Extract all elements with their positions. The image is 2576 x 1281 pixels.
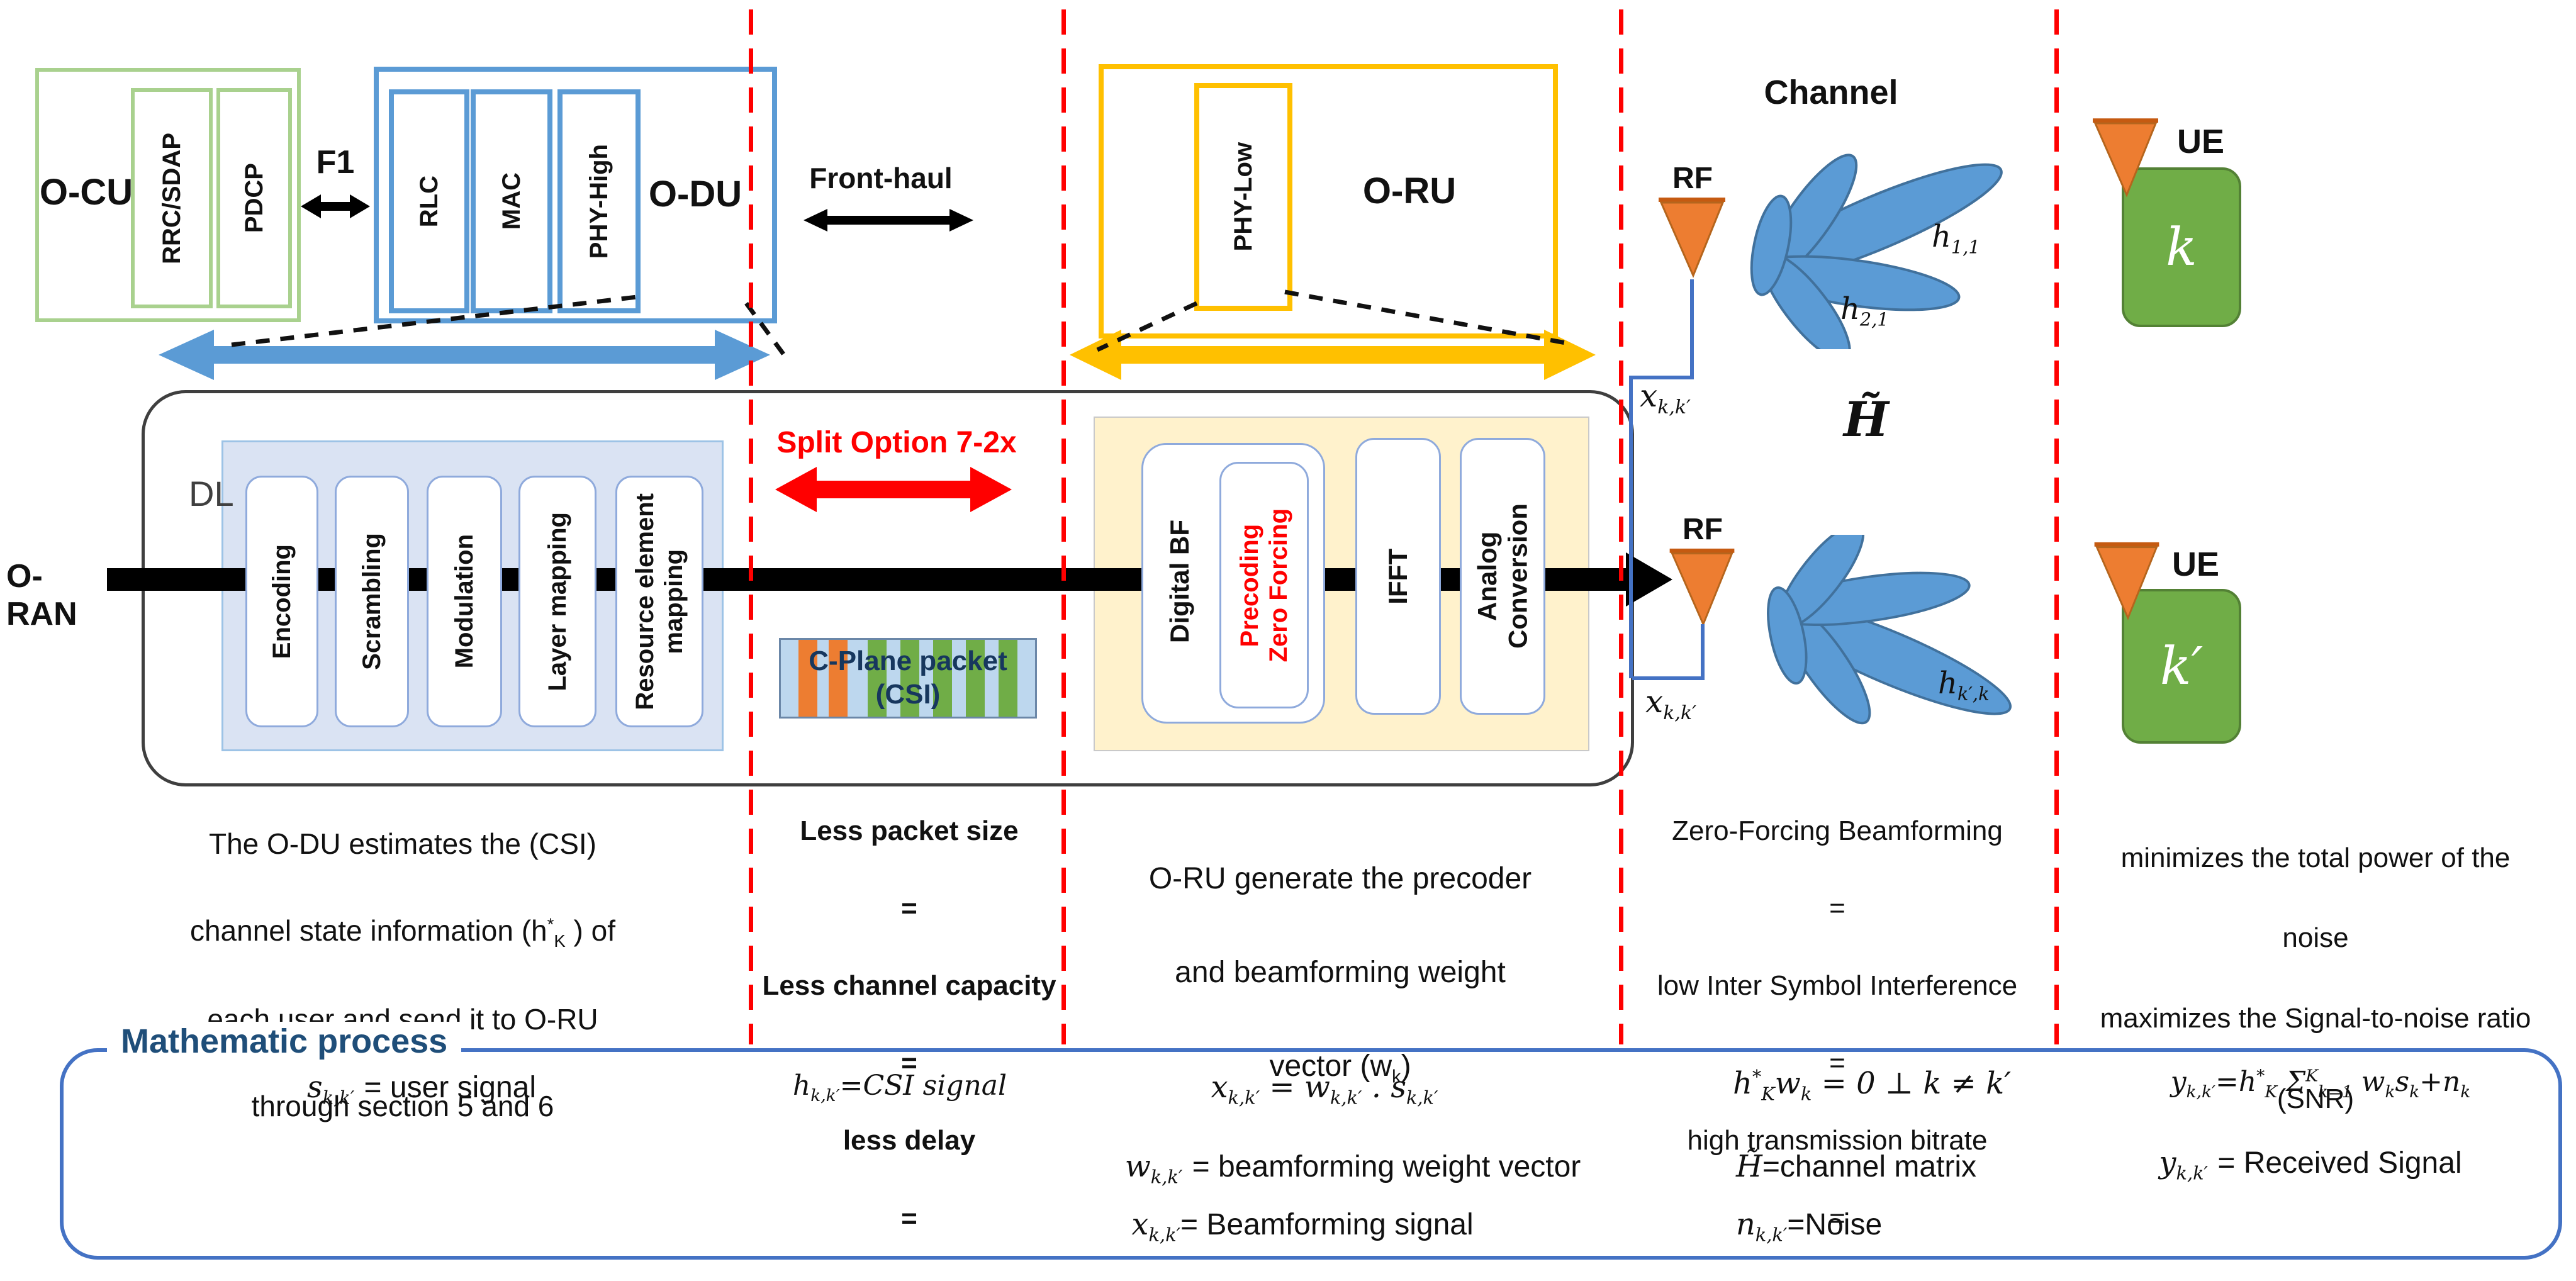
h11-label: h1,1: [1932, 219, 1980, 258]
o-cu-label: O-CU: [39, 172, 133, 213]
formula-beamforming-product: xk,k′ = wk,k′ . sk,k′: [1211, 1070, 1438, 1109]
oru-span-double-arrow: [1070, 330, 1596, 380]
stage-digital-bf-label: Digital BF: [1164, 520, 1194, 643]
note-less-packet: Less packet size = Less channel capacity…: [762, 815, 1056, 1281]
o-ru-label: O-RU: [1362, 171, 1457, 211]
stage-analog-conversion: Analog Conversion: [1460, 438, 1545, 715]
split-option-double-arrow-icon: [775, 467, 1012, 512]
ue2-device: k′: [2122, 589, 2241, 744]
stage-layer-mapping: Layer mapping: [518, 476, 596, 727]
ue1-label: UE: [2177, 123, 2225, 160]
stage-modulation: Modulation: [427, 476, 502, 727]
o-ran-label: O-RAN: [6, 558, 77, 632]
fronthaul-label: Front-haul: [809, 162, 953, 194]
ue1-device: k: [2122, 167, 2241, 327]
beam-lobes-2: [1767, 535, 2012, 725]
hk1k-label: hk′,k: [1938, 666, 1990, 705]
layer-phy-low: PHY-Low: [1194, 83, 1292, 311]
formula-channel-matrix: H̃=channel matrix: [1735, 1149, 1977, 1184]
note-zero-forcing: Zero-Forcing Beamforming = low Inter Sym…: [1657, 815, 2018, 1281]
x-kk-top-label: xk,k′: [1640, 378, 1691, 418]
dl-label: DL: [189, 474, 234, 513]
downlink-flow-arrowhead: [1626, 552, 1672, 607]
note-snr: minimizes the total power of the noise m…: [2100, 842, 2531, 1114]
formula-weight-vector: wk,k′ = beamforming weight vector: [1124, 1149, 1581, 1188]
stage-encoding: Encoding: [245, 476, 318, 727]
rf1-antenna-icon: [1659, 198, 1725, 278]
math-process-legend: Mathematic process: [107, 1022, 462, 1061]
stage-digital-bf-labelbox: Digital BF: [1141, 443, 1218, 720]
stage-precoding-zero-forcing-label: Precoding Zero Forcing: [1236, 508, 1292, 663]
stage-resource-element-mapping: Resource element mapping: [615, 476, 703, 727]
c-plane-packet-label: C-Plane packet (CSI): [809, 646, 1007, 710]
ue2-id: k′: [2159, 636, 2204, 696]
layer-rrc-sdap: RRC/SDAP: [131, 88, 213, 308]
split-line-2: [1061, 9, 1066, 1044]
layer-pdcp-label: PDCP: [240, 163, 268, 233]
h21-label: h2,1: [1840, 291, 1889, 330]
rf2-antenna-icon: [1669, 548, 1735, 627]
stage-ifft: IFFT: [1355, 438, 1441, 715]
stage-scrambling-label: Scrambling: [358, 533, 386, 670]
stage-scrambling: Scrambling: [335, 476, 409, 727]
layer-rlc: RLC: [389, 89, 469, 313]
h-tilde-label: H̃: [1844, 391, 1889, 447]
formula-zero-forcing-condition: h*Kwk = 0 ⊥ k ≠ k′: [1732, 1066, 2012, 1105]
formula-received-signal: yk,k′ = Received Signal: [2159, 1145, 2462, 1184]
formula-csi-signal: hk,k′=CSI signal: [792, 1070, 1007, 1105]
channel-label: Channel: [1764, 74, 1898, 111]
stage-analog-conversion-label: Analog Conversion: [1472, 503, 1532, 649]
c-plane-packet-box: C-Plane packet (CSI): [779, 638, 1037, 719]
layer-phy-high-label: PHY-High: [585, 143, 613, 259]
layer-rlc-label: RLC: [415, 175, 443, 228]
layer-mac-label: MAC: [498, 172, 525, 230]
ue2-antenna-icon: [2094, 542, 2159, 620]
formula-received-sum: yk,k′=h*K ΣKk=1 wksk+nk: [2170, 1066, 2471, 1102]
stage-layer-mapping-label: Layer mapping: [544, 512, 571, 691]
layer-mac: MAC: [471, 89, 552, 313]
formula-beamforming-signal: xk,k′= Beamforming signal: [1131, 1207, 1474, 1246]
f1-double-arrow-icon: [301, 194, 370, 218]
stage-modulation-label: Modulation: [451, 534, 478, 669]
o-ru-box: [1099, 64, 1558, 338]
math-process-box: [60, 1048, 2562, 1260]
formula-user-signal: sk,k′ = user signal: [307, 1070, 536, 1109]
ue1-antenna-icon: [2093, 118, 2158, 198]
layer-rrc-sdap-label: RRC/SDAP: [158, 132, 186, 264]
fronthaul-double-arrow-icon: [804, 209, 973, 232]
split-option-label: Split Option 7-2x: [776, 426, 1017, 459]
ue1-id: k: [2166, 217, 2197, 277]
ue2-label: UE: [2172, 545, 2220, 583]
stage-encoding-label: Encoding: [268, 544, 296, 659]
stage-resource-element-mapping-label: Resource element mapping: [631, 493, 688, 710]
x-kk-bottom-label: xk,k′: [1645, 683, 1696, 724]
split-line-1: [749, 9, 753, 1044]
formula-noise: nk,k′=Noise: [1735, 1207, 1883, 1246]
rf2-label: RF: [1683, 513, 1723, 546]
beam-lobes-1: [1750, 154, 2003, 349]
note-oru-precoder: O-RU generate the precoder and beamformi…: [1148, 862, 1532, 1087]
note-odu-csi: The O-DU estimates the (CSI) channel sta…: [189, 827, 616, 1122]
f1-label: F1: [316, 144, 355, 181]
layer-pdcp: PDCP: [216, 88, 292, 308]
o-du-label: O-DU: [648, 174, 742, 215]
layer-phy-low-label: PHY-Low: [1229, 142, 1257, 252]
layer-phy-high: PHY-High: [557, 89, 641, 313]
stage-precoding-zero-forcing: Precoding Zero Forcing: [1219, 462, 1309, 708]
rf1-label: RF: [1672, 162, 1713, 195]
odu-span-double-arrow: [159, 330, 770, 380]
stage-ifft-label: IFFT: [1382, 548, 1413, 605]
split-line-3: [1619, 9, 1623, 1044]
split-line-4: [2054, 9, 2059, 1044]
